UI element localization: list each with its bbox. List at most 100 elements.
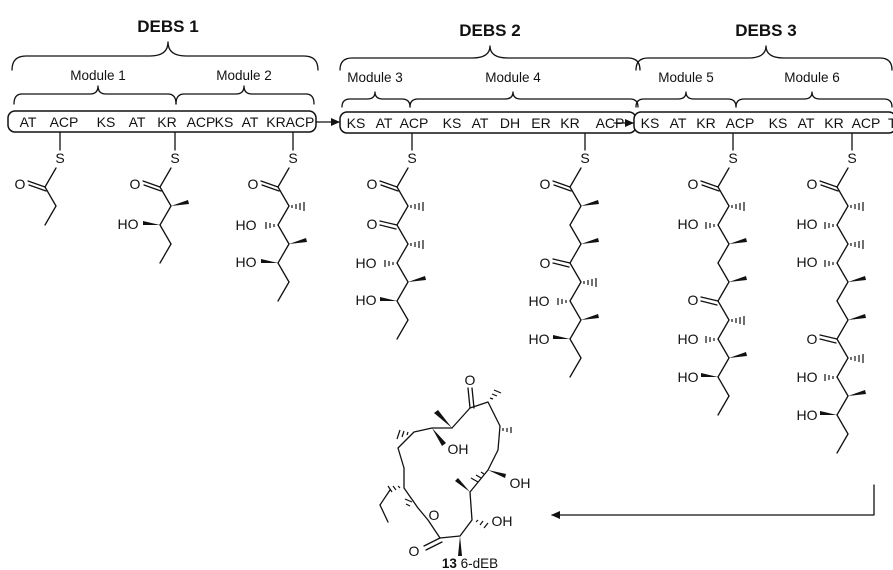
intermediate-1: S O bbox=[15, 132, 65, 226]
hydroxyl-group: HO bbox=[797, 369, 818, 385]
domain-ks: KS bbox=[97, 114, 116, 130]
protein-label-debs3: DEBS 3 bbox=[735, 21, 796, 40]
intermediate-2: S O HO bbox=[118, 132, 189, 264]
domain-ks: KS bbox=[347, 115, 366, 131]
hydroxyl-group: HO bbox=[678, 216, 699, 232]
hydroxyl-group: HO bbox=[236, 217, 257, 233]
domain-kr: KR bbox=[824, 115, 843, 131]
domain-kr: KR bbox=[560, 115, 579, 131]
hydroxyl-group: OH bbox=[510, 475, 531, 491]
oxygen-atom: O bbox=[540, 255, 551, 271]
sulfur-atom: S bbox=[580, 150, 589, 166]
domain-acp: ACP bbox=[400, 115, 429, 131]
domain-at: AT bbox=[798, 115, 815, 131]
brace-module-4 bbox=[409, 91, 639, 108]
sulfur-atom: S bbox=[407, 150, 416, 166]
hydroxyl-group: HO bbox=[797, 254, 818, 270]
hydroxyl-group: HO bbox=[797, 407, 818, 423]
domain-at: AT bbox=[129, 114, 146, 130]
oxygen-atom: O bbox=[429, 507, 440, 523]
debs1-domains: AT ACP KS AT KR ACP KS AT KR bbox=[20, 114, 286, 130]
domain-ks: KS bbox=[215, 114, 234, 130]
intermediate-3: S O HO HO bbox=[236, 132, 307, 302]
debs3-domain-strip bbox=[633, 111, 893, 134]
domain-er: ER bbox=[531, 115, 550, 131]
intermediate-6: S O HO O HO HO bbox=[678, 133, 747, 416]
oxygen-atom: O bbox=[367, 216, 378, 232]
module-label-3: Module 3 bbox=[347, 70, 403, 85]
domain-acp: ACP bbox=[852, 115, 881, 131]
oxygen-atom: O bbox=[807, 176, 818, 192]
hydroxyl-group: HO bbox=[678, 369, 699, 385]
brace-module-5 bbox=[635, 91, 737, 108]
debs2-domains: KS AT ACP KS AT DH ER KR ACP bbox=[347, 115, 625, 131]
sulfur-atom: S bbox=[55, 150, 64, 166]
brace-module-3 bbox=[341, 91, 411, 108]
domain-kr: KR bbox=[266, 114, 285, 130]
brace-module-1 bbox=[13, 85, 177, 105]
domain-at: AT bbox=[242, 114, 259, 130]
domain-ks: KS bbox=[443, 115, 462, 131]
hydroxyl-group: OH bbox=[448, 441, 469, 457]
sulfur-atom: S bbox=[847, 150, 856, 166]
domain-te: TE bbox=[888, 115, 893, 131]
module-label-5: Module 5 bbox=[658, 70, 714, 85]
domain-kr: KR bbox=[157, 114, 176, 130]
hydroxyl-group: OH bbox=[492, 513, 513, 529]
domain-at: AT bbox=[20, 114, 37, 130]
domain-at: AT bbox=[376, 115, 393, 131]
debs3-domains: KS AT KR ACP KS AT KR ACP TE bbox=[641, 115, 893, 131]
domain-ks: KS bbox=[769, 115, 788, 131]
release-arrow bbox=[551, 484, 875, 519]
product-label: 13 6-dEB bbox=[442, 556, 498, 570]
sulfur-atom: S bbox=[170, 150, 179, 166]
domain-kr: KR bbox=[696, 115, 715, 131]
protein-label-debs1: DEBS 1 bbox=[137, 17, 198, 36]
hydroxyl-group: HO bbox=[236, 254, 257, 270]
domain-acp: ACP bbox=[187, 114, 216, 130]
oxygen-atom: O bbox=[367, 176, 378, 192]
domain-acp: ACP bbox=[596, 115, 625, 131]
intermediate-5: S O O HO HO bbox=[529, 133, 599, 378]
intermediate-4: S O O HO HO bbox=[356, 133, 426, 340]
domain-at: AT bbox=[670, 115, 687, 131]
hydroxyl-group: HO bbox=[356, 292, 377, 308]
oxygen-atom: O bbox=[807, 331, 818, 347]
oxygen-atom: O bbox=[465, 372, 476, 388]
brace-debs2 bbox=[339, 45, 641, 71]
oxygen-atom: O bbox=[248, 176, 259, 192]
module-label-2: Module 2 bbox=[216, 68, 272, 83]
hydroxyl-group: HO bbox=[356, 255, 377, 271]
oxygen-atom: O bbox=[540, 176, 551, 192]
compound-number: 13 bbox=[442, 556, 458, 570]
oxygen-atom: O bbox=[688, 292, 699, 308]
brace-module-2 bbox=[175, 85, 315, 105]
hydroxyl-group: HO bbox=[797, 216, 818, 232]
domain-dh: DH bbox=[500, 115, 520, 131]
intermediate-7: S O HO HO O HO HO bbox=[797, 133, 866, 454]
oxygen-atom: O bbox=[409, 543, 420, 559]
oxygen-atom: O bbox=[15, 176, 26, 192]
hydroxyl-group: HO bbox=[529, 293, 550, 309]
domain-at: AT bbox=[472, 115, 489, 131]
brace-module-6 bbox=[735, 91, 893, 108]
brace-debs3 bbox=[635, 45, 893, 71]
sulfur-atom: S bbox=[728, 150, 737, 166]
oxygen-atom: O bbox=[688, 176, 699, 192]
product-6deb: O OH OH OH O O bbox=[379, 372, 531, 559]
protein-label-debs2: DEBS 2 bbox=[459, 21, 520, 40]
hydroxyl-group: HO bbox=[678, 331, 699, 347]
brace-debs1 bbox=[11, 41, 319, 71]
module-label-1: Module 1 bbox=[70, 68, 126, 83]
hydroxyl-group: HO bbox=[529, 331, 550, 347]
domain-acp: ACP bbox=[286, 114, 315, 130]
domain-acp: ACP bbox=[726, 115, 755, 131]
module-label-6: Module 6 bbox=[784, 70, 840, 85]
compound-name: 6-dEB bbox=[461, 556, 499, 570]
hydroxyl-group: HO bbox=[118, 216, 139, 232]
sulfur-atom: S bbox=[288, 150, 297, 166]
domain-acp: ACP bbox=[50, 114, 79, 130]
domain-ks: KS bbox=[641, 115, 660, 131]
module-label-4: Module 4 bbox=[485, 70, 541, 85]
